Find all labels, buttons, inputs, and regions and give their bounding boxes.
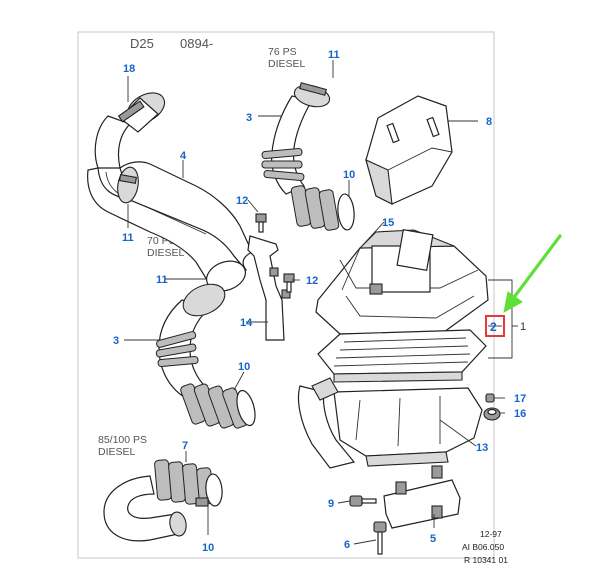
callout-12-lower: 12 bbox=[306, 275, 318, 287]
callout-16: 16 bbox=[514, 408, 526, 420]
part-14-bracket bbox=[247, 235, 291, 341]
variant-76-line1: 76 PS bbox=[268, 46, 297, 58]
part-17-plug bbox=[485, 393, 495, 403]
highlight-box bbox=[485, 315, 505, 337]
header-date-code: 0894- bbox=[180, 36, 213, 51]
callout-3-upper: 3 bbox=[246, 112, 252, 124]
part-3-lower-hose bbox=[155, 283, 226, 401]
variant-70-line2: DIESEL bbox=[147, 247, 185, 259]
group-label-1: 1 bbox=[520, 321, 526, 333]
part-2-filter-element bbox=[317, 329, 487, 383]
reference-line-3: R 10341 01 bbox=[464, 555, 508, 565]
callout-10-top: 10 bbox=[343, 169, 355, 181]
variant-85-line2: DIESEL bbox=[98, 446, 136, 458]
callout-5: 5 bbox=[430, 533, 436, 545]
callout-10-middle: 10 bbox=[238, 361, 250, 373]
callout-14: 14 bbox=[240, 317, 253, 329]
callout-6: 6 bbox=[344, 539, 350, 551]
part-15-housing-top bbox=[315, 228, 489, 335]
part-4-intake-duct bbox=[87, 161, 253, 292]
reference-line-2: AI B06.050 bbox=[462, 542, 504, 552]
callout-17: 17 bbox=[514, 393, 526, 405]
part-9-bolt bbox=[349, 495, 377, 507]
callout-11-top: 11 bbox=[328, 49, 340, 61]
part-12-bolt-lower bbox=[283, 273, 295, 293]
callout-10-bottom: 10 bbox=[202, 542, 214, 554]
part-10-bellows-left bbox=[180, 383, 256, 429]
leader-lines bbox=[124, 60, 518, 545]
variant-85-line1: 85/100 PS bbox=[98, 434, 147, 446]
callout-7: 7 bbox=[182, 440, 188, 452]
variant-76-line2: DIESEL bbox=[268, 58, 306, 70]
part-12-bolt-upper bbox=[255, 213, 267, 233]
callout-3-lower: 3 bbox=[113, 335, 119, 347]
callout-8: 8 bbox=[486, 116, 492, 128]
part-3-upper-hose bbox=[261, 82, 331, 195]
part-8-cover bbox=[365, 95, 453, 205]
callout-11-left: 11 bbox=[122, 232, 134, 244]
callout-13: 13 bbox=[476, 442, 488, 454]
part-16-grommet bbox=[483, 407, 501, 421]
callout-18: 18 bbox=[123, 63, 135, 75]
green-arrow-icon bbox=[503, 234, 562, 313]
callout-2-highlighted: 2 bbox=[490, 320, 497, 334]
callout-9: 9 bbox=[328, 498, 334, 510]
callout-15: 15 bbox=[382, 217, 394, 229]
part-13-housing-bottom bbox=[297, 377, 483, 469]
callout-11-middle: 11 bbox=[156, 274, 168, 286]
callout-12-upper: 12 bbox=[236, 195, 248, 207]
part-10-bellows-top bbox=[290, 185, 355, 231]
part-5-mount bbox=[383, 465, 461, 529]
part-18-elbow bbox=[94, 92, 166, 169]
reference-line-1: 12-97 bbox=[480, 529, 502, 539]
part-10-bellows-bottom bbox=[154, 459, 223, 507]
diagram-frame bbox=[77, 31, 495, 559]
callout-4: 4 bbox=[180, 150, 187, 162]
part-7-hose bbox=[103, 475, 187, 542]
part-6-stud bbox=[373, 521, 387, 555]
header-code: D25 bbox=[130, 36, 154, 51]
